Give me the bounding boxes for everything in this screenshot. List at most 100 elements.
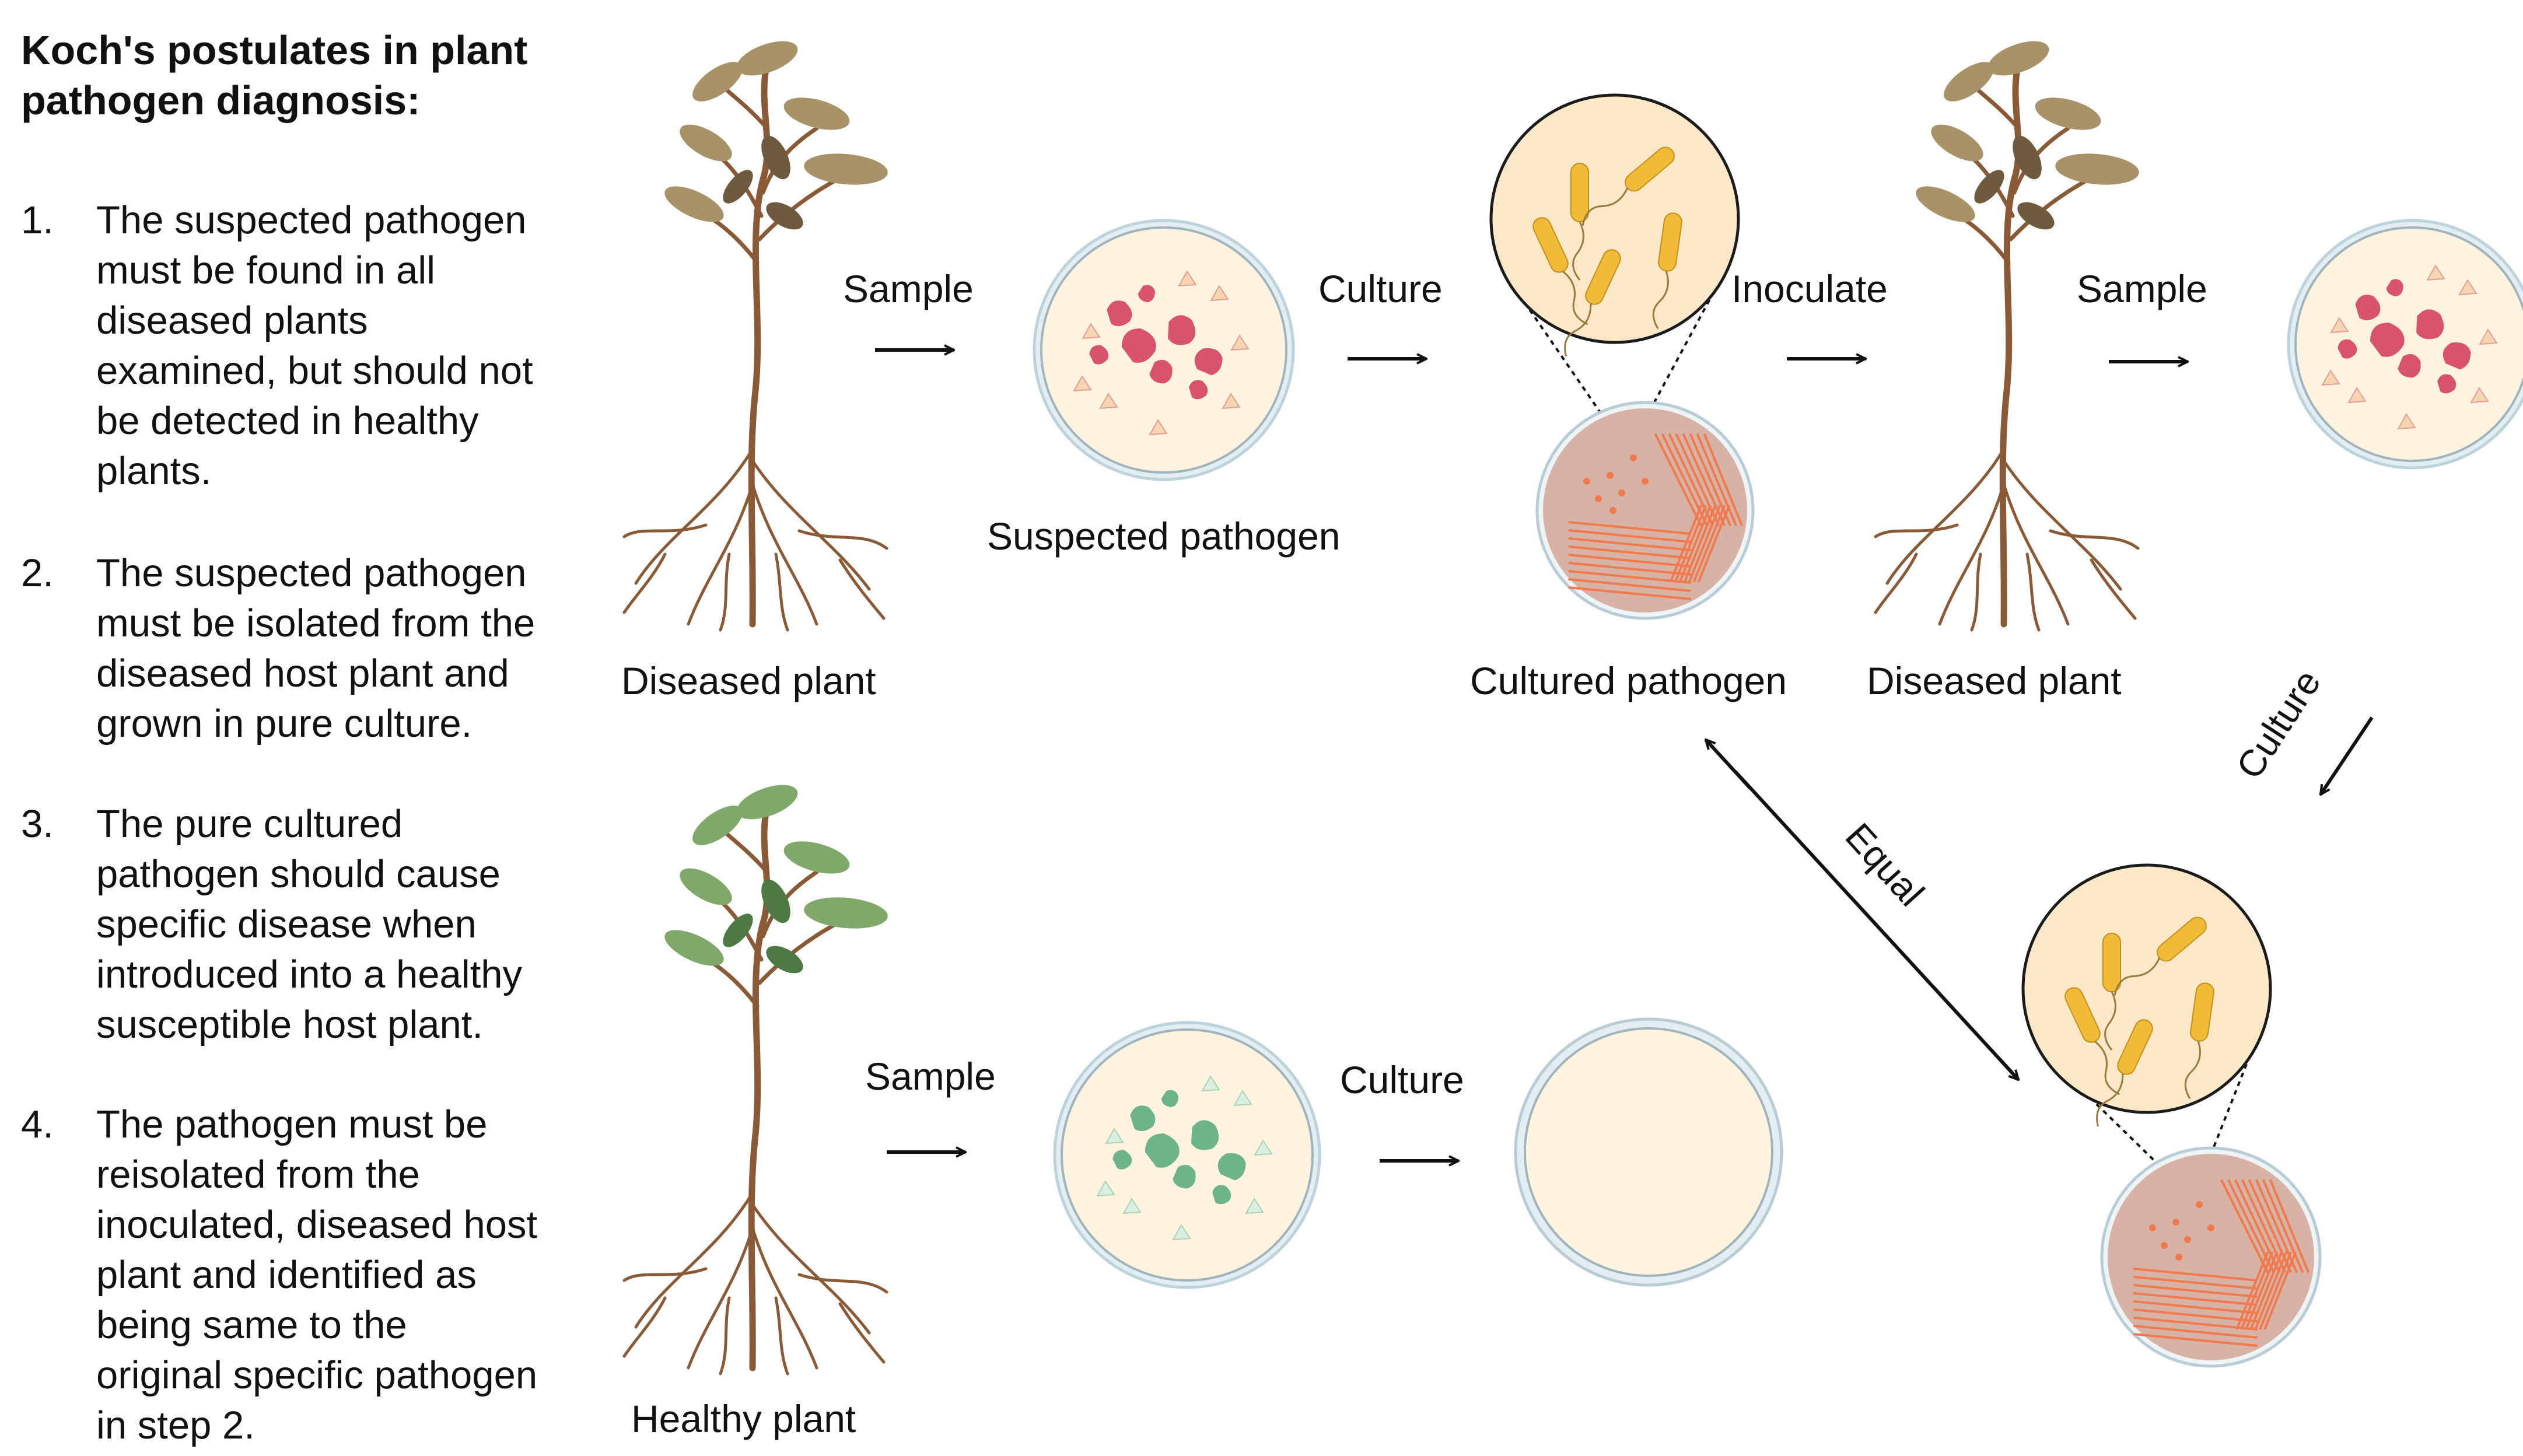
streak-line (2133, 1292, 2258, 1306)
plant-leaf (766, 202, 803, 230)
sample-fragment (1189, 380, 1208, 400)
plant-root (838, 1302, 886, 1364)
postulate-line: in step 2. (96, 1404, 255, 1447)
plant-leaf (2035, 97, 2101, 130)
diseased-plant-label: Diseased plant (621, 659, 876, 702)
plant-root (622, 552, 667, 614)
postulate-number: 3. (21, 802, 54, 846)
streak-line (2235, 1251, 2269, 1330)
postulate-line: examined, but should not (96, 349, 533, 393)
streak-line (2133, 1308, 2258, 1322)
plant-leaf (1974, 170, 2004, 204)
sample-fragment (1149, 359, 1173, 384)
postulate-line: diseased host plant and (96, 652, 509, 695)
plant-root (2049, 529, 2140, 550)
plant-root (1874, 552, 1918, 614)
plant-stem (1999, 61, 2022, 628)
sample-fragment (2330, 317, 2349, 334)
plant-root (774, 1296, 789, 1376)
culture-diag-arrow (2319, 716, 2374, 794)
sample-fragment (1210, 285, 1229, 302)
magnified-view (1489, 93, 1740, 344)
sample-fragment (1178, 270, 1197, 287)
sample-fragment (2470, 387, 2489, 404)
plant-leaf (692, 62, 743, 102)
bacterium-flagellum (1581, 187, 1629, 226)
streak-line (1669, 505, 1703, 583)
colony-dot (1607, 472, 1614, 479)
sample-fragment (1138, 285, 1156, 303)
bacterium-flagellum (1652, 271, 1669, 330)
sample-fragment (2426, 264, 2445, 281)
postulate-3: 3. The pure cultured pathogen should cau… (21, 802, 523, 1046)
plant-leaf (680, 868, 732, 905)
streak-line (2234, 1179, 2281, 1273)
plant-leaf (1987, 41, 2049, 76)
streak-line (1692, 505, 1726, 583)
streak-line (1568, 586, 1691, 600)
plant-root (687, 482, 754, 626)
diseased-plant-illustration (622, 41, 888, 632)
postulate-number: 1. (21, 198, 54, 242)
magnified-view (2021, 863, 2272, 1114)
streak-line (2259, 1251, 2293, 1330)
sample-fragment (2321, 369, 2340, 386)
postulate-line: introduced into a healthy (96, 953, 523, 996)
healthy-plant-illustration (622, 785, 888, 1376)
postulate-number: 2. (21, 551, 54, 595)
sample-fragment (2479, 328, 2498, 345)
colony-dot (1583, 478, 1590, 485)
streak-line (1568, 537, 1691, 551)
streak-line (2133, 1300, 2258, 1314)
bacterium (1570, 163, 1589, 222)
diagram-labels: Diseased plant Sample Suspected pathogen… (621, 267, 2329, 1440)
plant-root (687, 1226, 754, 1370)
bacterium-flagellum (2096, 1073, 2124, 1127)
zoom-line (2192, 1050, 2253, 1199)
plant-leaf (692, 806, 743, 845)
streak-line (2133, 1333, 2258, 1347)
streak-line (1568, 578, 1691, 592)
healthy-sample-dish (1053, 1021, 1321, 1289)
plant-leaf (723, 914, 753, 947)
sample-fragment (2458, 279, 2477, 296)
plant-root (1874, 523, 1959, 538)
suspected-pathogen-label: Suspected pathogen (987, 514, 1341, 558)
culture-plate (1543, 408, 1747, 612)
streak-line (1568, 545, 1691, 559)
sample-fragment (1173, 1164, 1196, 1189)
postulate-line: pathogen should cause (96, 852, 501, 896)
dish-medium (1061, 1028, 1314, 1282)
plant-root (751, 1226, 818, 1370)
diseased-plant-2-label: Diseased plant (1867, 659, 2122, 702)
colony-dot (2175, 1254, 2182, 1261)
postulate-2: 2. The suspected pathogen must be isolat… (21, 551, 535, 746)
plant-leaf (736, 41, 798, 76)
sample-fragment (1161, 1090, 1179, 1108)
streak-line (1703, 433, 1744, 527)
streak-line (1683, 505, 1717, 583)
plant-root (1970, 552, 1982, 632)
streak-line (1568, 529, 1691, 543)
plant-root (797, 1273, 888, 1294)
plant-root (719, 552, 731, 632)
plant-root (622, 1267, 708, 1282)
streak-line (1674, 505, 1707, 583)
plant-branch (761, 870, 819, 939)
postulate-1: 1. The suspected pathogen must be found … (21, 198, 533, 493)
bacterium-flagellum (2094, 1041, 2120, 1096)
healthy-plant-label: Healthy plant (631, 1397, 856, 1440)
streak-line (2240, 1251, 2274, 1330)
sample-fragment (2398, 354, 2421, 378)
sample-fragment (2442, 342, 2471, 370)
streak-line (1678, 505, 1712, 583)
plant-leaf (1944, 62, 1994, 102)
postulate-line: plants. (96, 449, 211, 493)
plant-root (634, 447, 754, 585)
plant-root (838, 558, 886, 620)
streak-line (2133, 1284, 2258, 1298)
plant-root (797, 529, 888, 550)
postulate-line: The pathogen must be (96, 1102, 487, 1146)
plant-leaf (1931, 124, 1983, 162)
plant-leaf (804, 897, 888, 929)
